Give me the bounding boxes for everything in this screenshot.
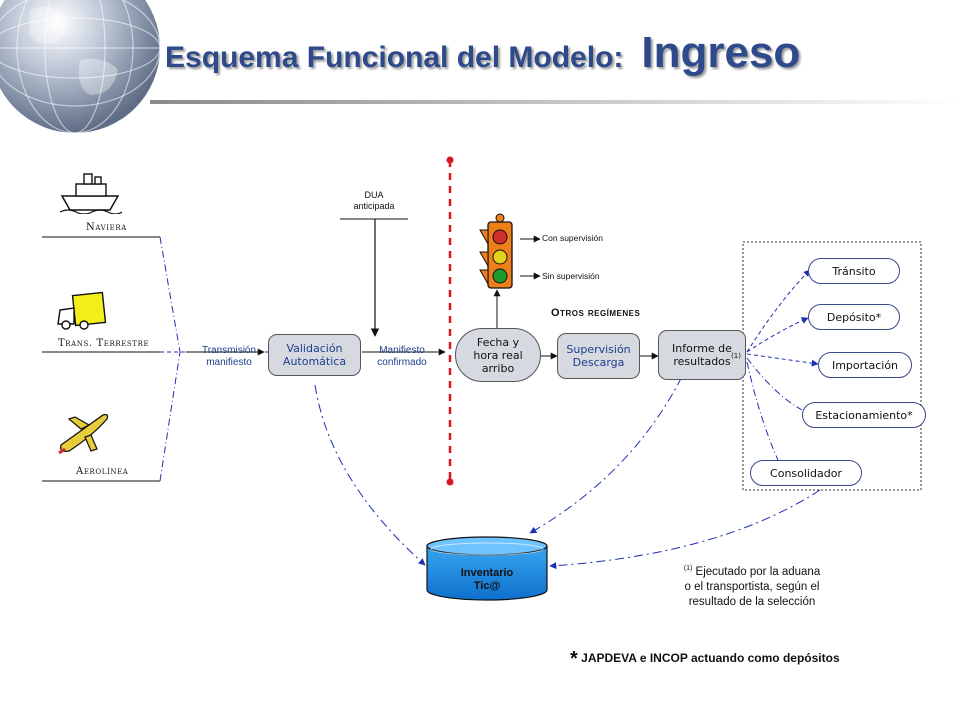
regimen-importacion: Importación	[818, 352, 912, 378]
regimen-transito: Tránsito	[808, 258, 900, 284]
informe-sup: (1)	[731, 352, 741, 360]
regimen-estacionamiento: Estacionamiento*	[802, 402, 926, 428]
footnote: * JAPDEVA e INCOP actuando como depósito…	[570, 648, 840, 671]
database-icon	[426, 536, 548, 601]
source-label-naviera: Naviera	[86, 222, 127, 233]
note-sup: (1)	[683, 565, 693, 572]
page-title: Esquema Funcional del Modelo: Ingreso	[165, 28, 800, 78]
source-label-terrestre: Trans. Terrestre	[58, 338, 150, 349]
informe-label: Informe de resultados	[672, 342, 732, 368]
sin-supervision-label: Sin supervisión	[542, 271, 600, 281]
otros-regimenes-label: Otros regímenes	[551, 307, 641, 319]
title-part-2: Ingreso	[641, 28, 801, 77]
source-label-aerolinea: Aerolínea	[76, 466, 129, 477]
transmision-label: Transmisión manifiesto	[201, 345, 257, 368]
ship-icon	[60, 173, 122, 214]
fecha-arribo-node: Fecha y hora real arribo	[455, 328, 541, 382]
traffic-light-icon	[479, 213, 513, 289]
truck-icon	[57, 291, 107, 330]
note-text: Ejecutado por la aduana o el transportis…	[684, 565, 821, 608]
regimen-deposito: Depósito*	[808, 304, 900, 330]
informe-box: Informe de resultados(1)	[658, 330, 746, 380]
inventario-label: Inventario Tic@	[460, 567, 514, 592]
footnote-star: *	[570, 648, 578, 670]
supervision-box: Supervisión Descarga	[557, 333, 640, 379]
title-part-1: Esquema Funcional del Modelo:	[165, 41, 624, 74]
dua-label: DUA anticipada	[353, 190, 395, 211]
execution-note: (1) Ejecutado por la aduana o el transpo…	[652, 561, 852, 610]
footnote-text: JAPDEVA e INCOP actuando como depósitos	[581, 651, 840, 665]
regimen-consolidador: Consolidador	[750, 460, 862, 486]
con-supervision-label: Con supervisión	[542, 233, 603, 243]
manifiesto-label: Manifiesto confirmado	[377, 345, 427, 368]
airplane-icon	[58, 413, 109, 455]
validacion-box: Validación Automática	[268, 334, 361, 376]
